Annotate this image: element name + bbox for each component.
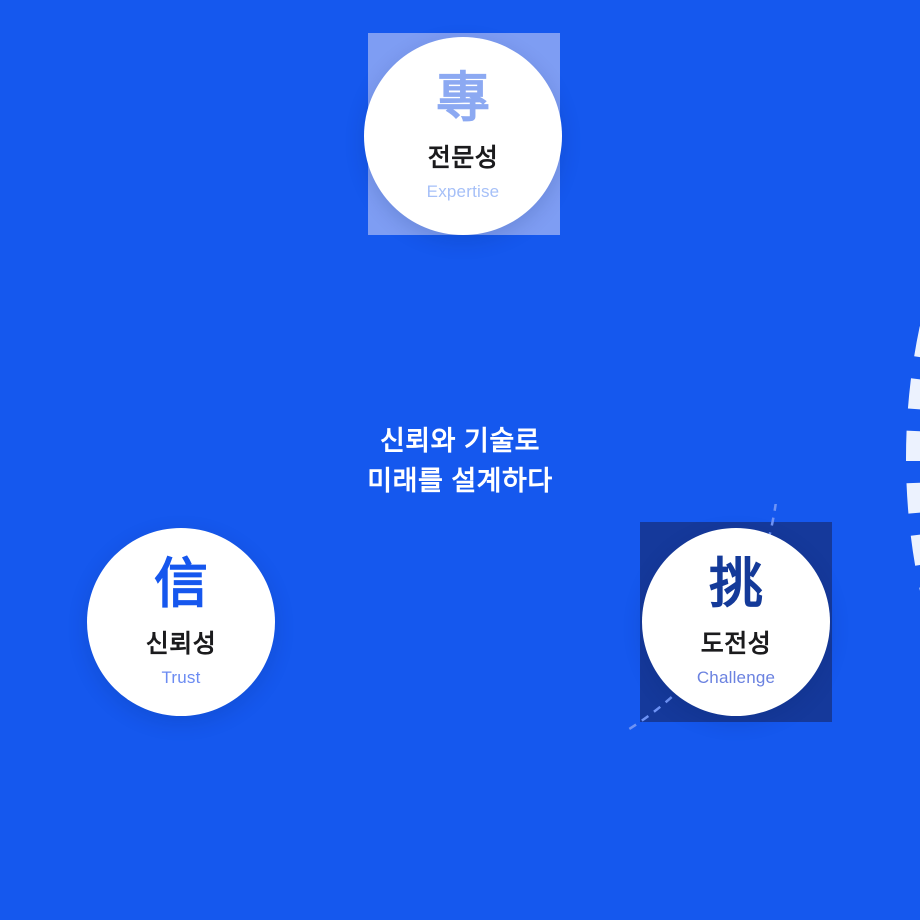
center-slogan: 신뢰와 기술로 미래를 설계하다 [0, 421, 920, 501]
trust-hanja-glyph: 信 [154, 553, 208, 614]
challenge-korean-label: 도전성 [700, 629, 772, 658]
value-circle-expertise: 專 전문성 Expertise [364, 37, 562, 235]
value-circle-trust: 信 신뢰성 Trust [87, 528, 275, 716]
challenge-hanja-glyph: 挑 [709, 553, 763, 614]
slogan-line-2: 미래를 설계하다 [367, 466, 553, 496]
challenge-english-label: Challenge [696, 667, 776, 687]
trust-english-label: Trust [161, 667, 201, 687]
expertise-hanja-glyph: 專 [436, 67, 490, 128]
value-circle-challenge: 挑 도전성 Challenge [642, 528, 830, 716]
expertise-korean-label: 전문성 [427, 143, 499, 172]
trust-korean-label: 신뢰성 [145, 629, 217, 658]
expertise-english-label: Expertise [426, 181, 500, 201]
slogan-line-1: 신뢰와 기술로 [379, 426, 541, 456]
